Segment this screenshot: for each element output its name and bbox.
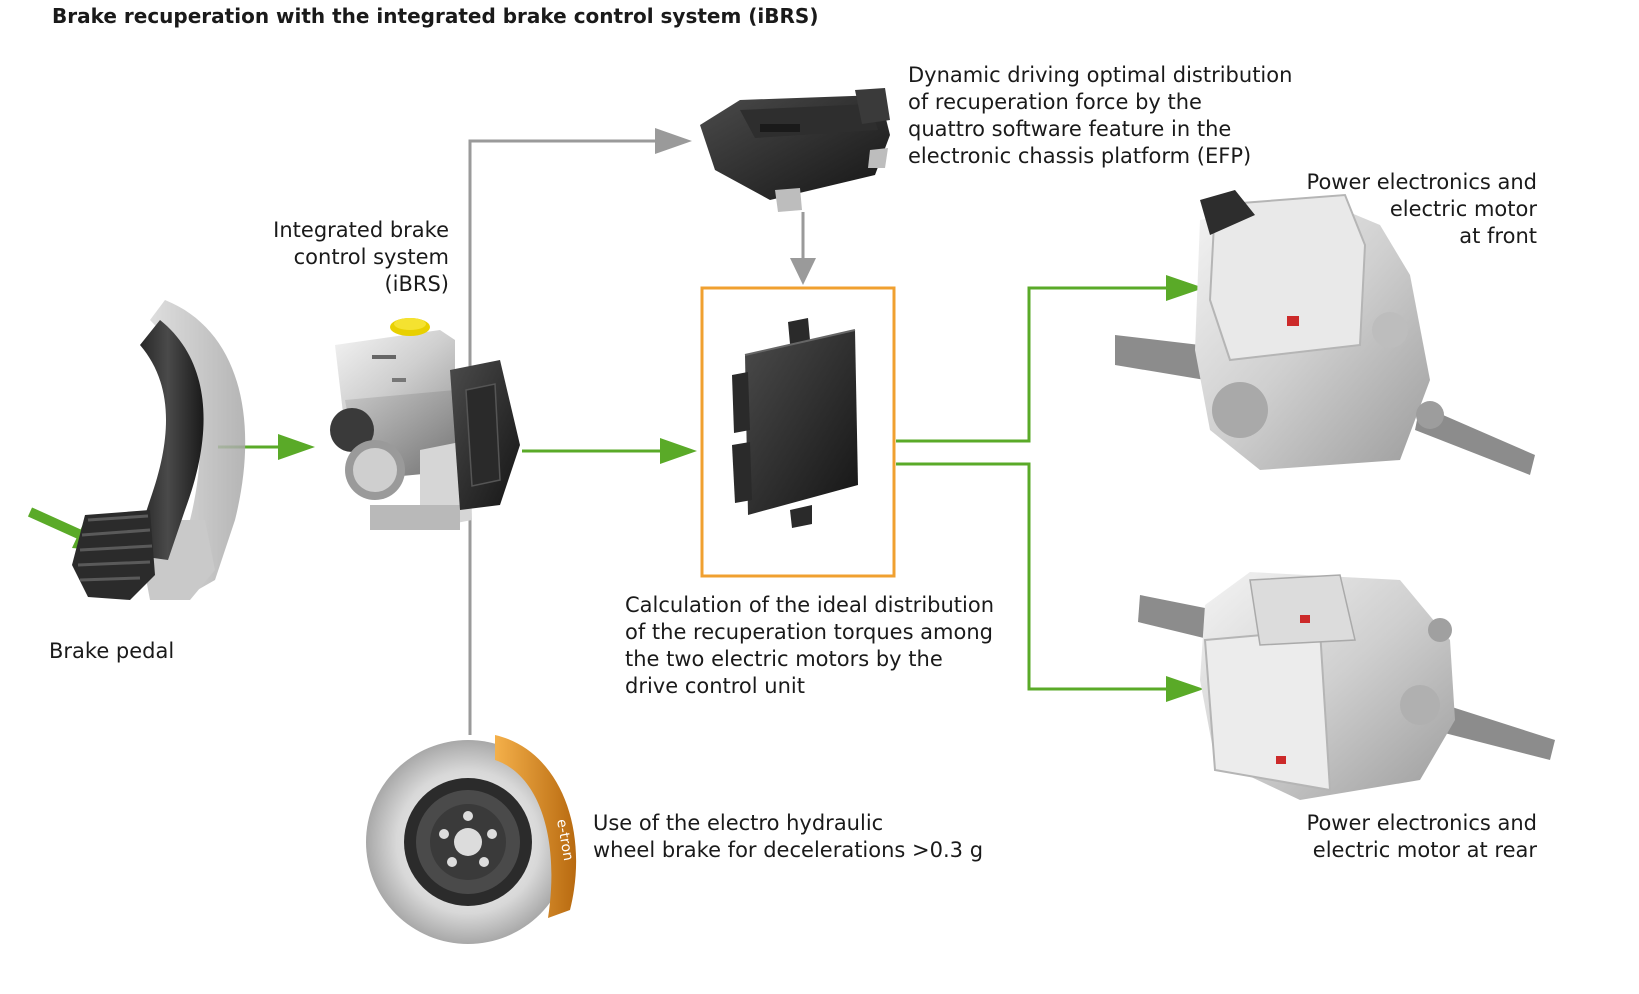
drive-control-unit-highlight <box>700 286 896 578</box>
rear-motor-label: Power electronics and electric motor at … <box>1306 811 1537 862</box>
efp-label: Dynamic driving optimal distribution of … <box>908 63 1293 168</box>
ibrs-unit-icon <box>330 318 520 530</box>
wheel-brake-label: Use of the electro hydraulic wheel brake… <box>593 811 984 862</box>
rear-motor-icon <box>1138 572 1555 800</box>
grey-signal-lines <box>468 128 816 735</box>
drive-control-unit-label: Calculation of the ideal distribution of… <box>625 593 995 698</box>
front-motor-icon <box>1115 190 1535 475</box>
efp-control-unit-icon <box>700 88 890 212</box>
caliper-logo: e-tron <box>553 818 576 862</box>
brake-pedal-icon <box>72 300 246 600</box>
brake-pedal-label: Brake pedal <box>49 639 175 663</box>
brake-disc-icon: e-tron <box>366 735 577 944</box>
page-title: Brake recuperation with the integrated b… <box>52 4 819 28</box>
drive-control-unit-icon <box>732 318 858 528</box>
ibrs-label: Integrated brake control system (iBRS) <box>273 218 449 296</box>
front-motor-label: Power electronics and electric motor at … <box>1306 170 1537 248</box>
